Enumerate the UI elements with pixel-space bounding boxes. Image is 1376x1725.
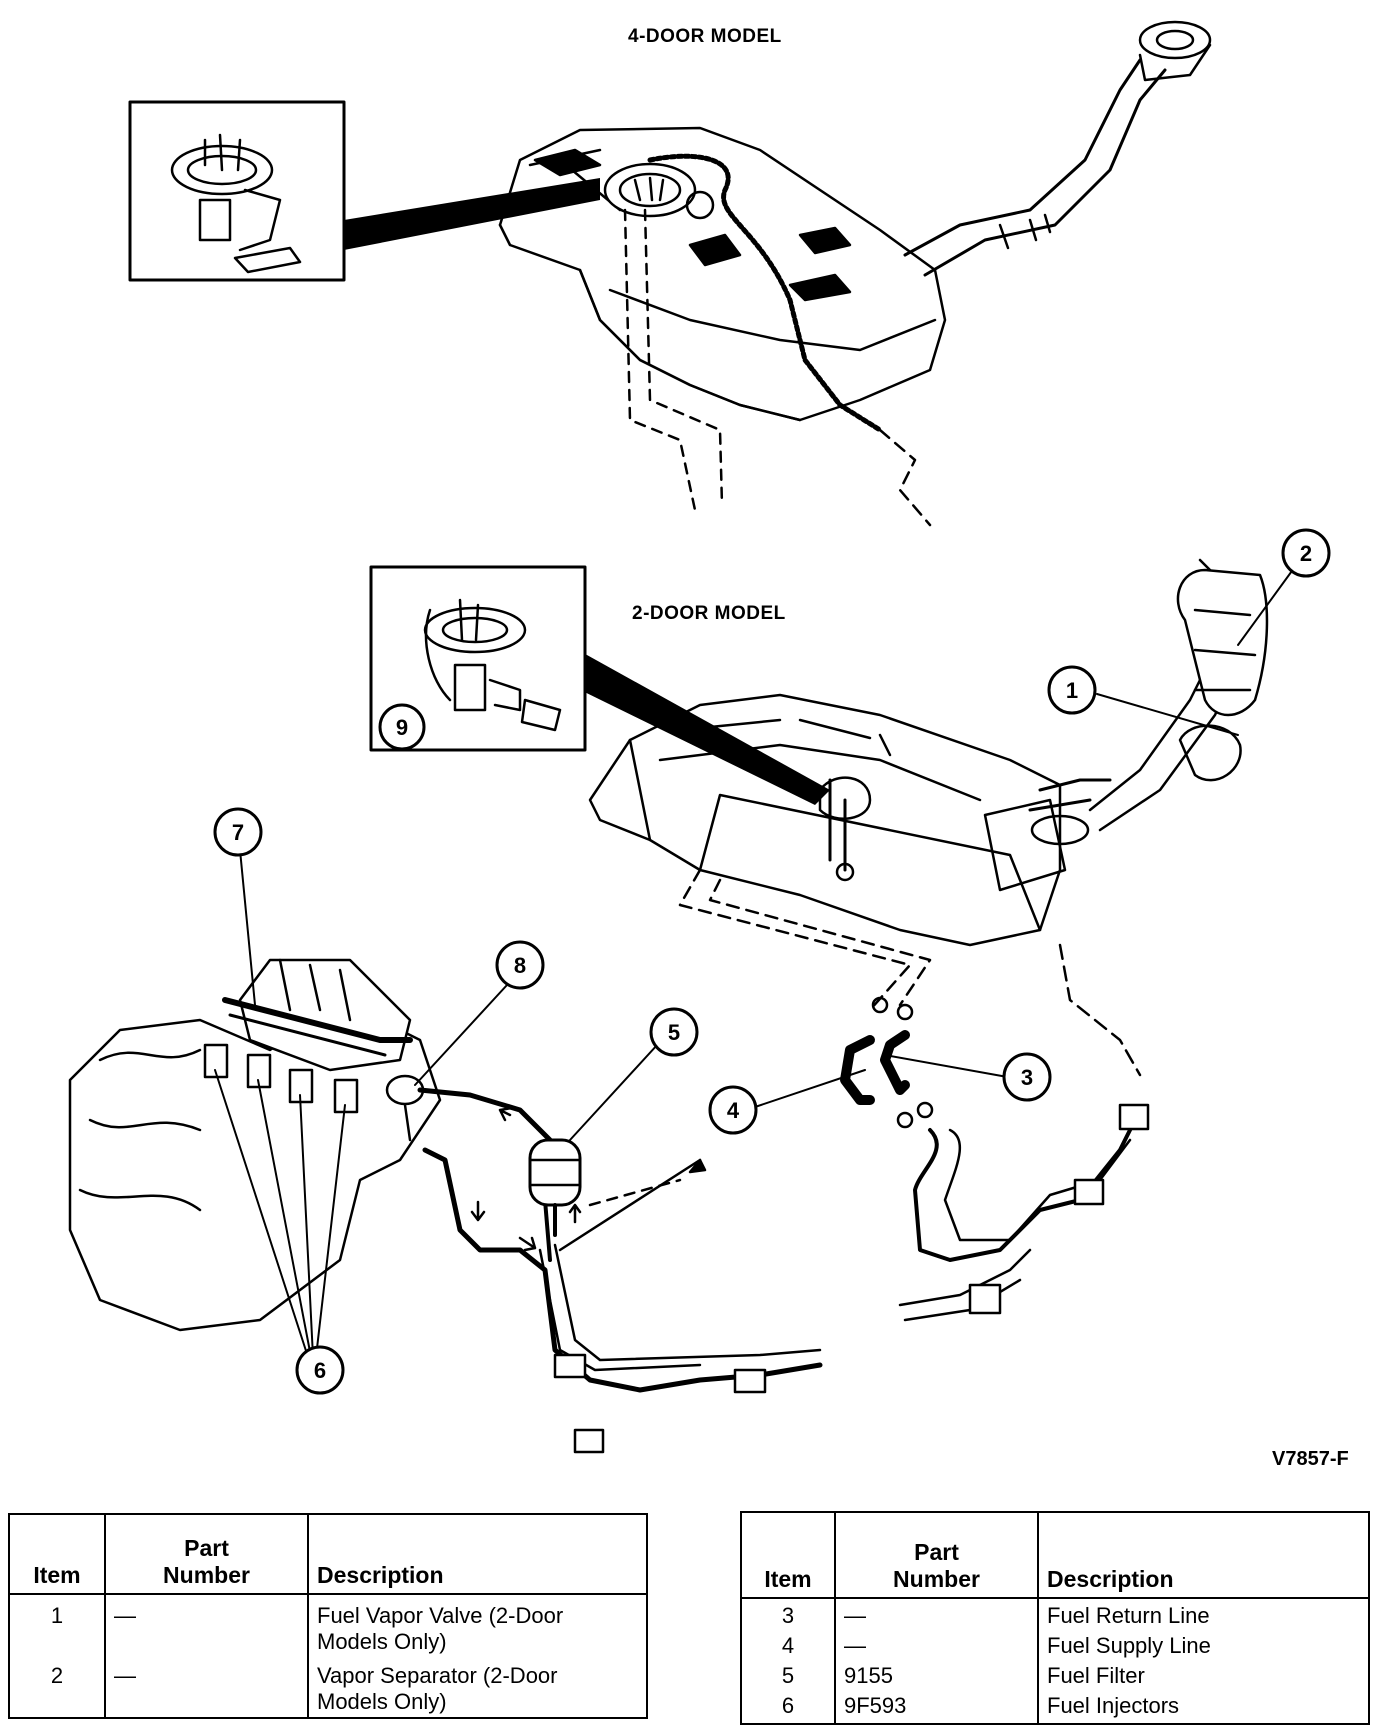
description-cell: Fuel Return Line [1047,1603,1210,1628]
header-item: Item [741,1512,836,1599]
svg-text:4: 4 [727,1098,740,1123]
table-row: 4 — Fuel Supply Line [741,1631,1369,1661]
callout-5: 5 [649,1007,699,1057]
leader-lines [214,552,1306,1358]
callout-1: 1 [1047,665,1097,715]
return-and-supply-hoses [840,996,1150,1322]
part-number-cell: — [835,1631,1039,1661]
fuel-system-diagram: 1 2 3 4 5 6 7 8 9 [68,20,1331,1454]
part-number-cell: 9155 [835,1661,1039,1691]
svg-text:6: 6 [314,1358,326,1383]
figure-id: V7857-F [1272,1448,1349,1470]
four-door-fuel-pump-inset [128,100,600,282]
svg-text:7: 7 [232,820,244,845]
table-row: 1 — Fuel Vapor Valve (2-Door Models Only… [9,1594,647,1657]
header-description: Description [1038,1512,1369,1599]
item-cell: 6 [741,1691,836,1724]
description-cell: Vapor Separator (2-Door Models Only) [317,1663,558,1714]
table-header-row: Item Part Number Description [741,1512,1369,1599]
two-door-fuel-tank [588,558,1269,1077]
callout-3: 3 [1002,1052,1052,1102]
table-row: 6 9F593 Fuel Injectors [741,1691,1369,1724]
item-cell: 3 [741,1598,836,1631]
part-number-cell: — [105,1594,309,1657]
callout-2: 2 [1281,528,1331,578]
callout-7: 7 [213,807,263,857]
svg-text:5: 5 [668,1020,680,1045]
part-number-cell: 9F593 [835,1691,1039,1724]
description-cell: Fuel Supply Line [1047,1633,1211,1658]
svg-text:3: 3 [1021,1065,1033,1090]
svg-text:8: 8 [514,953,526,978]
header-part-number: Part Number [105,1514,309,1595]
header-item: Item [9,1514,106,1595]
engine-and-fuel-rail [68,958,442,1332]
svg-text:2: 2 [1300,541,1312,566]
part-number-cell: — [105,1657,309,1718]
item-cell: 4 [741,1631,836,1661]
svg-text:1: 1 [1066,678,1078,703]
item-cell: 1 [9,1594,106,1657]
table-row: 5 9155 Fuel Filter [741,1661,1369,1691]
table-header-row: Item Part Number Description [9,1514,647,1595]
table-row: 2 — Vapor Separator (2-Door Models Only) [9,1657,647,1718]
two-door-model-title: 2-DOOR MODEL [632,603,786,624]
header-description: Description [308,1514,647,1595]
part-number-cell: — [835,1598,1039,1631]
parts-table-left: Item Part Number Description 1 — Fuel Va… [8,1513,648,1719]
header-part-number: Part Number [835,1512,1039,1599]
svg-text:9: 9 [396,715,408,740]
four-door-model-title: 4-DOOR MODEL [628,26,782,47]
callout-6: 6 [295,1345,345,1395]
table-row: 3 — Fuel Return Line [741,1598,1369,1631]
item-cell: 5 [741,1661,836,1691]
parts-table-right: Item Part Number Description 3 — Fuel Re… [740,1511,1370,1725]
callout-9: 9 [378,703,426,751]
fuel-lines-and-filter [417,1087,823,1454]
item-cell: 2 [9,1657,106,1718]
description-cell: Fuel Injectors [1047,1693,1180,1718]
description-cell: Fuel Vapor Valve (2-Door Models Only) [317,1603,564,1654]
description-cell: Fuel Filter [1047,1663,1145,1688]
four-door-fuel-tank [498,20,1212,527]
callout-4: 4 [708,1085,758,1135]
callout-8: 8 [495,940,545,990]
